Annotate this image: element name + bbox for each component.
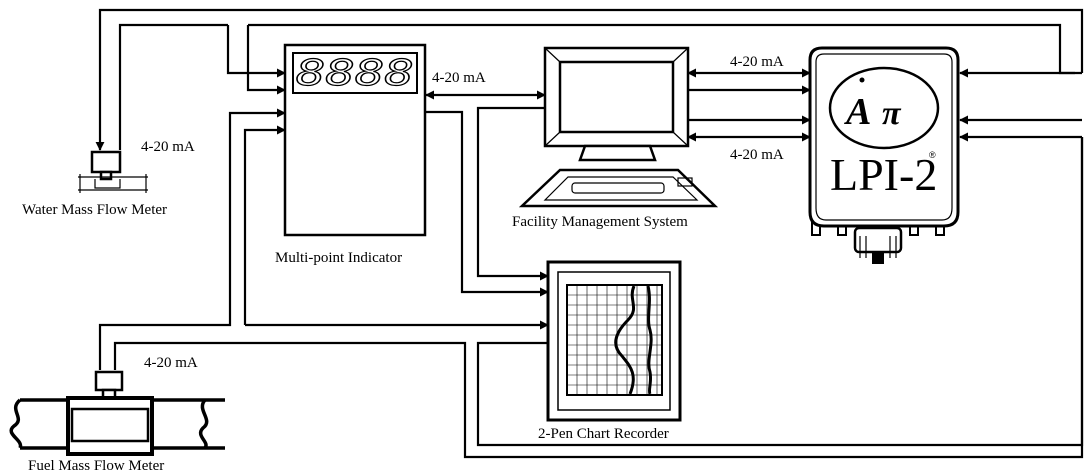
water-meter: 4-20 mA Water Mass Flow Meter [22, 139, 195, 218]
water-meter-head [90, 150, 122, 174]
lpi-feet [811, 222, 945, 236]
lpi-registered-mark: ® [929, 150, 936, 160]
fuel-meter-body [70, 407, 150, 443]
pen-trace-1 [614, 285, 636, 395]
indicator-label: Multi-point Indicator [275, 250, 402, 266]
wire-top-to-indicator [226, 25, 286, 78]
lpi-logo-dot [859, 77, 865, 83]
water-signal-label: 4-20 mA [141, 139, 195, 155]
wire-water-meter-signal [118, 23, 228, 150]
keyboard-spacebar [571, 182, 665, 194]
monitor-stand [578, 144, 657, 162]
monitor-screen [558, 60, 675, 134]
wire-lpi-to-water-meter [95, 8, 1084, 151]
facility-computer: Facility Management System 4-20 mA 4-20 … [512, 46, 784, 230]
fuel-meter: 4-20 mA Fuel Mass Flow Meter [9, 355, 225, 474]
wire-top2-to-indicator [246, 25, 286, 95]
wiring [95, 8, 1084, 459]
keyboard [518, 168, 719, 208]
lpi-top-signal-label: 4-20 mA [730, 54, 784, 70]
water-meter-neck [99, 170, 113, 181]
keyboard-keys [543, 176, 699, 201]
chart-recorder-label: 2-Pen Chart Recorder [538, 426, 669, 442]
keyboard-pad [677, 177, 693, 187]
wire-fuel-to-indicator [98, 108, 286, 370]
lpi-logo-ring [828, 66, 940, 150]
wire-facility-to-chart [476, 106, 549, 281]
lpi-socket [853, 226, 903, 254]
lpi-logo-pi: π [882, 95, 902, 132]
wire-lpi-chart-loop [476, 137, 1084, 447]
fuel-meter-head [94, 370, 124, 392]
wire-indicator-to-chart [426, 110, 549, 297]
fuel-pipe-left-cut [9, 398, 23, 449]
indicator-display [292, 52, 418, 94]
wire-fuel2-to-indicator [243, 125, 286, 325]
indicator-signal-label: 4-20 mA [432, 70, 486, 86]
lpi-logo-a: A [844, 91, 871, 133]
indicator-digits: 8888 [296, 53, 414, 94]
multipoint-indicator: 8888 4-20 mA Multi-point Indicator [275, 43, 486, 266]
lpi-bottom-signal-label: 4-20 mA [730, 147, 784, 163]
fuel-meter-label: Fuel Mass Flow Meter [28, 458, 164, 474]
water-meter-label: Water Mass Flow Meter [22, 202, 167, 218]
water-meter-pipe [78, 174, 148, 193]
lpi-title: LPI-2 [830, 149, 937, 200]
pen-trace-2 [646, 285, 653, 395]
fuel-signal-label: 4-20 mA [144, 355, 198, 371]
lpi-2-device: A π ® LPI-2 [808, 46, 960, 264]
facility-label: Facility Management System [512, 214, 688, 230]
chart-recorder: 2-Pen Chart Recorder [538, 260, 682, 442]
fuel-pipe-right-cut [198, 398, 209, 450]
lpi-housing-inner [815, 53, 953, 221]
lpi-pins [859, 236, 897, 258]
monitor-bevel [544, 47, 689, 147]
